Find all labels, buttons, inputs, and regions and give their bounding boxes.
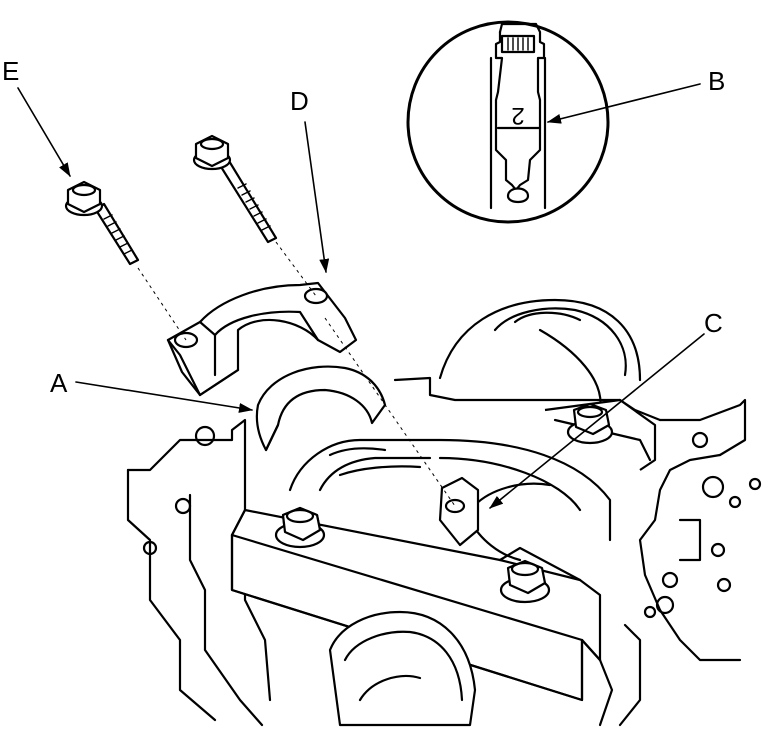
callout-b: B — [708, 66, 725, 96]
rod-bolt-right — [192, 134, 278, 244]
rod-bolt-left — [64, 180, 140, 266]
cap-bolt-right — [499, 559, 551, 604]
rod-bolt-boss — [438, 476, 480, 547]
crank-pin-and-rod — [288, 438, 612, 562]
detail-inset: 2 — [406, 20, 610, 224]
rear-cap-bolt — [566, 402, 614, 445]
bearing-shell — [255, 365, 387, 452]
callout-e: E — [2, 56, 19, 86]
rod-marking-number: 2 — [511, 102, 524, 129]
cap-bolt-left — [274, 506, 326, 549]
callout-d: D — [290, 86, 309, 116]
callout-a: A — [50, 368, 68, 398]
crankshaft-journal-rear — [438, 298, 642, 412]
alignment-lines — [137, 241, 456, 507]
callout-c: C — [704, 308, 723, 338]
crankshaft-journal-front — [328, 610, 477, 727]
engine-block — [126, 376, 762, 727]
connecting-rod-cap — [166, 281, 358, 397]
leader-arrows — [17, 83, 705, 509]
